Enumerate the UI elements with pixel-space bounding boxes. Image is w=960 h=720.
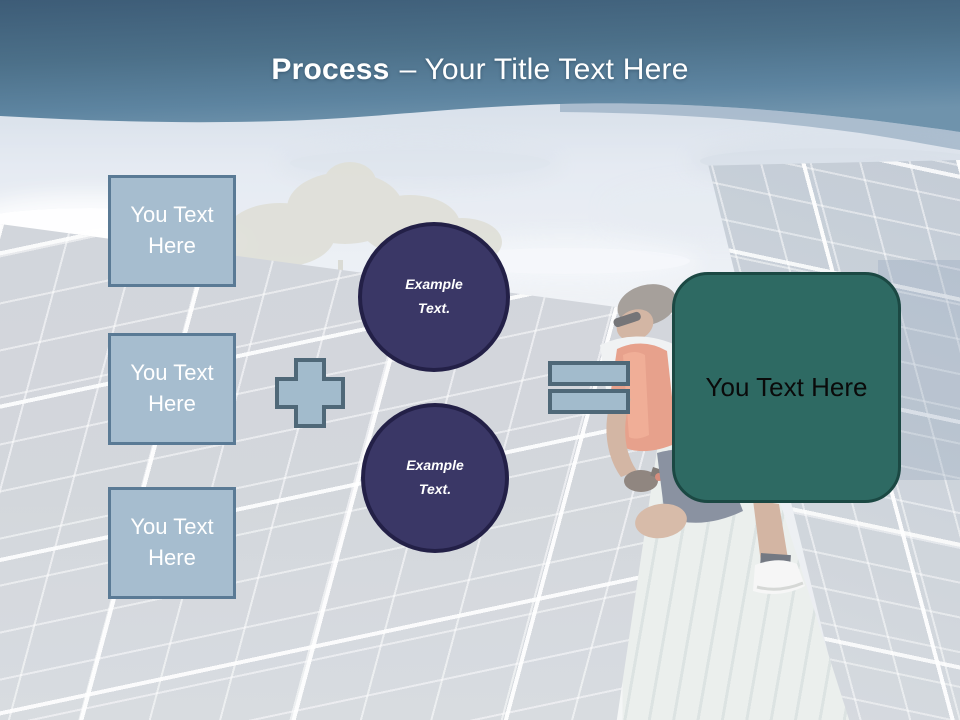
example-circle-2-label: Example Text. — [406, 457, 464, 497]
input-box-1-label: You Text Here — [130, 202, 214, 258]
example-circle-1-label: Example Text. — [405, 276, 463, 316]
solar-panel-field-left — [0, 224, 700, 720]
result-box-label: You Text Here — [705, 372, 868, 402]
input-box-2-label: You Text Here — [130, 360, 214, 416]
header-band — [0, 0, 960, 150]
result-box: You Text Here — [672, 272, 901, 503]
equals-icon — [548, 361, 630, 414]
input-box-3-label: You Text Here — [130, 514, 214, 570]
input-box-1: You Text Here — [108, 175, 236, 287]
example-circle-2: Example Text. — [361, 403, 509, 553]
title-keyword: Process — [271, 53, 390, 86]
input-box-3: You Text Here — [108, 487, 236, 599]
slide-title: Process – Your Title Text Here — [0, 53, 960, 87]
example-circle-1: Example Text. — [358, 222, 510, 372]
input-box-2: You Text Here — [108, 333, 236, 445]
title-subtitle: – Your Title Text Here — [399, 53, 689, 86]
plus-icon — [275, 358, 345, 428]
